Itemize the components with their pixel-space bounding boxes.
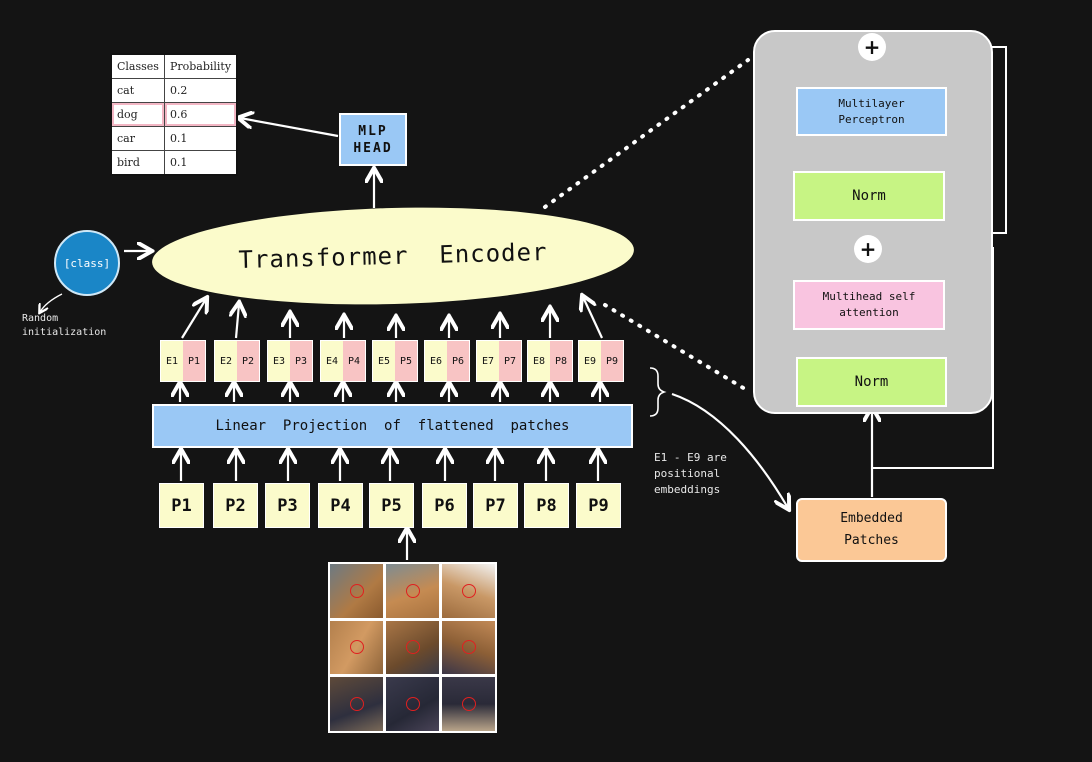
embedding-label: E3 [268,341,290,381]
dog-image-patches [328,562,497,733]
norm-top-box: Norm [793,171,945,221]
patch-box: P3 [265,483,310,528]
zoom-line-top [543,58,750,209]
patch-label: P6 [447,341,469,381]
patch-label: P3 [290,341,312,381]
mlp-to-table-arrow [240,118,339,138]
note-to-embedded-arrow [671,392,788,508]
patch-box: P8 [524,483,569,528]
table-cell: 0.1 [163,126,238,151]
norm-bottom-box: Norm [796,357,947,407]
table-cell: 0.1 [163,150,238,176]
table-row: car 0.1 [110,126,238,151]
image-patch [386,564,439,618]
image-patch [442,564,495,618]
linear-projection-label: Linear Projection of flattened patches [215,418,570,434]
table-row: cat 0.2 [110,78,238,103]
zoom-line-bottom [603,303,752,394]
table-cell: 0.2 [163,78,238,103]
image-patch [442,620,495,675]
multilayer-perceptron-box: Multilayer Perceptron [796,87,947,136]
embedding-label: E6 [425,341,447,381]
image-patch [386,620,439,675]
table-cell: 0.6 [163,102,238,127]
table-cell: car [110,126,165,151]
patch-box: P1 [159,483,204,528]
image-patch [442,677,495,731]
embedding-label: E8 [528,341,550,381]
table-header-row: Classes Probability [110,53,238,79]
random-init-arrow [40,293,63,312]
patch-label: P2 [237,341,259,381]
positional-embeddings-note: E1 - E9 are positional embeddings [654,451,727,496]
patch-box: P9 [576,483,621,528]
patch-box: P7 [473,483,518,528]
patch-label: P4 [343,341,365,381]
image-patch [330,564,383,618]
image-patch [386,677,439,731]
class-token-label: [class] [63,256,111,270]
patch-label: P7 [499,341,521,381]
patch-label: P8 [550,341,572,381]
embedding-label: E1 [161,341,183,381]
transformer-encoder-label: Transformer Encoder [238,237,548,275]
table-header: Classes [110,53,165,79]
residual-add-top: + [858,33,886,61]
class-token: [class] [54,230,120,296]
patch-label: P5 [395,341,417,381]
brace [649,367,667,417]
embedding-label: E4 [321,341,343,381]
class-probability-table: Classes Probability cat 0.2 dog 0.6 car … [110,53,239,176]
table-header: Probability [163,53,238,79]
patch-label: P9 [601,341,623,381]
patch-box: P5 [369,483,414,528]
linear-projection-box: Linear Projection of flattened patches [152,404,633,448]
embedding-label: E2 [215,341,237,381]
table-cell: bird [110,150,165,176]
image-patch [330,620,383,675]
table-cell: dog [110,102,165,127]
embedded-patches-box: Embedded Patches [796,498,947,562]
mlp-head-box: MLP HEAD [339,113,407,166]
embedding-label: E9 [579,341,601,381]
embedding-label: E7 [477,341,499,381]
patch-box: P6 [422,483,467,528]
patch-box: P4 [318,483,363,528]
table-row-highlighted: dog 0.6 [110,102,238,127]
image-patch [330,677,383,731]
multihead-attention-box: Multihead self attention [793,280,945,330]
patch-label: P1 [183,341,205,381]
residual-add-bottom: + [854,235,882,263]
random-init-note: Random initialization [22,313,107,338]
embedding-label: E5 [373,341,395,381]
table-cell: cat [110,78,165,103]
table-row: bird 0.1 [110,150,238,176]
patch-box: P2 [213,483,258,528]
